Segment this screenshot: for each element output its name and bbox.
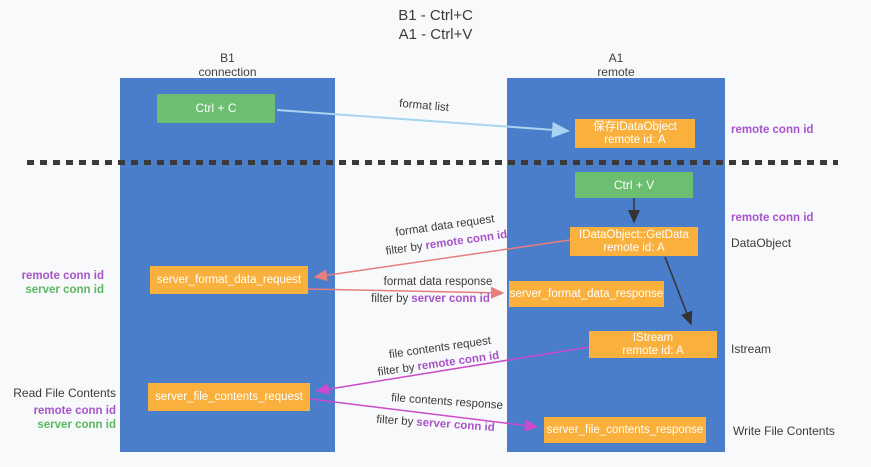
file-contents-response-label: file contents response — [390, 392, 504, 412]
server-format-data-request-label: server_format_data_request — [156, 273, 302, 286]
lifeline-a1-name: A1 — [608, 51, 624, 65]
ctrl-v-box: Ctrl + V — [575, 172, 693, 198]
server-conn-id-text: server conn id — [415, 416, 496, 435]
server-format-data-response-box: server_format_data_response — [509, 281, 664, 307]
server-conn-id-text: server conn id — [411, 293, 490, 305]
read-file-contents-label: Read File Contents — [13, 386, 116, 400]
lifeline-a1-subtitle: remote — [597, 65, 635, 79]
server-file-contents-request-label: server_file_contents_request — [155, 390, 303, 403]
istream-side-label: Istream — [731, 342, 772, 356]
istream-line2: remote id: A — [622, 344, 684, 357]
lifeline-header-a1: A1 remote — [507, 51, 725, 79]
left-remote-conn-id-2: remote conn id — [33, 405, 116, 417]
filter-by-text: filter by — [371, 293, 409, 305]
idataobject-getdata-line1: IDataObject::GetData — [579, 228, 689, 241]
server-file-contents-response-box: server_file_contents_response — [544, 417, 706, 443]
right-remote-conn-id-2: remote conn id — [731, 212, 814, 224]
server-file-contents-request-box: server_file_contents_request — [148, 383, 310, 411]
format-list-label: format list — [398, 97, 450, 115]
filter-by-text: filter by — [385, 240, 424, 258]
save-idataobject-line1: 保存IDataObject — [593, 120, 677, 133]
server-format-data-response-label: server_format_data_response — [509, 287, 664, 300]
filter-by-text: filter by — [375, 413, 414, 429]
left-server-conn-id-2: server conn id — [37, 419, 116, 431]
ctrl-c-label: Ctrl + C — [195, 101, 237, 115]
left-remote-conn-id-1: remote conn id — [21, 270, 104, 282]
istream-line1: IStream — [632, 331, 674, 344]
title-line-1: B1 - Ctrl+C — [398, 7, 473, 24]
istream-box: IStream remote id: A — [589, 331, 717, 358]
title-line-2: A1 - Ctrl+V — [398, 26, 473, 43]
save-idataobject-box: 保存IDataObject remote id: A — [575, 119, 695, 148]
write-file-contents-label: Write File Contents — [733, 424, 835, 438]
server-file-contents-response-label: server_file_contents_response — [546, 423, 704, 436]
filter-by-text: filter by — [377, 361, 416, 379]
diagram-title: B1 - Ctrl+C A1 - Ctrl+V — [0, 6, 871, 44]
left-server-conn-id-1: server conn id — [25, 284, 104, 296]
dashed-separator-line — [27, 160, 838, 165]
left-conn-id-group-1: remote conn id server conn id — [0, 269, 104, 297]
ctrl-v-label: Ctrl + V — [613, 177, 655, 192]
format-data-response-label: format data response — [383, 276, 493, 288]
ctrl-c-box: Ctrl + C — [157, 94, 275, 123]
left-conn-id-group-2: Read File Contents remote conn id server… — [0, 386, 116, 432]
idataobject-getdata-box: IDataObject::GetData remote id: A — [570, 227, 698, 256]
lifeline-b1-name: B1 — [220, 51, 235, 65]
dataobject-label: DataObject — [731, 236, 792, 250]
server-format-data-request-box: server_format_data_request — [150, 266, 308, 294]
lifeline-header-b1: B1 connection — [120, 51, 335, 79]
right-remote-conn-id-1: remote conn id — [731, 124, 814, 136]
save-idataobject-line2: remote id: A — [604, 133, 666, 146]
lifeline-b1-subtitle: connection — [198, 65, 257, 79]
idataobject-getdata-line2: remote id: A — [603, 241, 665, 254]
